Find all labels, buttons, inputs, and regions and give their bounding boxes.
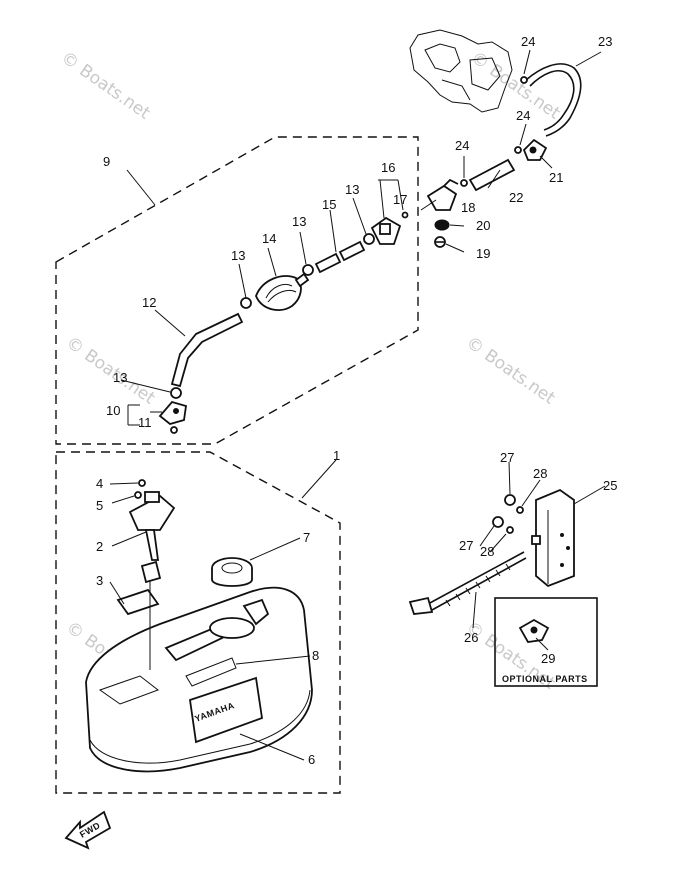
callout-10: 10 (106, 403, 120, 418)
callout-14: 14 (262, 231, 276, 246)
callout-4: 4 (96, 476, 103, 491)
fuel-gauge-2 (128, 491, 176, 584)
callout-20: 20 (476, 218, 490, 233)
fuel-connector-21 (522, 138, 548, 161)
callout-24: 24 (521, 34, 535, 49)
clip-24-lower (460, 179, 468, 187)
bolt-27-top (504, 494, 516, 506)
callout-18: 18 (461, 200, 475, 215)
callout-13: 13 (231, 248, 245, 263)
watermark: © Boats.net (57, 48, 154, 124)
fuel-hose-26 (408, 551, 527, 615)
callout-29: 29 (541, 651, 555, 666)
bracket-10-11 (127, 404, 140, 426)
callout-12: 12 (142, 295, 156, 310)
clamp-13-a (170, 387, 182, 399)
callout-27: 27 (459, 538, 473, 553)
clamp-13-d (363, 233, 375, 245)
fuel-joint-18 (426, 178, 459, 211)
callouts: 9 12 13 14 13 15 13 16 17 18 20 19 22 24… (96, 34, 617, 767)
callout-6: 6 (308, 752, 315, 767)
callout-28: 28 (480, 544, 494, 559)
callout-19: 19 (476, 246, 490, 261)
fuel-hose-23 (525, 63, 582, 137)
callout-3: 3 (96, 573, 103, 588)
fwd-arrow: FWD (64, 810, 112, 850)
callout-24: 24 (516, 108, 530, 123)
leader-lines (109, 49, 606, 761)
fuel-tank-group-box (55, 451, 341, 794)
callout-13: 13 (113, 370, 127, 385)
callout-1: 1 (333, 448, 340, 463)
optional-parts-label: OPTIONAL PARTS (502, 674, 588, 684)
screw-4 (138, 479, 146, 487)
fuel-hose-23-inner (529, 70, 575, 131)
callout-23: 23 (598, 34, 612, 49)
fuel-hose-12 (170, 312, 244, 388)
watermark: © Boats.net (62, 333, 159, 409)
callout-25: 25 (603, 478, 617, 493)
callout-16: 16 (381, 160, 395, 175)
engine-sketch (409, 29, 513, 113)
callout-15: 15 (322, 197, 336, 212)
fuel-connector-11 (170, 426, 178, 434)
callout-5: 5 (96, 498, 103, 513)
bolt-27-shank (531, 535, 541, 545)
washer-28-bottom (506, 526, 514, 534)
callout-13: 13 (292, 214, 306, 229)
watermark: © Boats.net (462, 333, 559, 409)
callout-28: 28 (533, 466, 547, 481)
callout-24: 24 (455, 138, 469, 153)
callout-7: 7 (303, 530, 310, 545)
fuel-cap-7 (211, 557, 253, 587)
screw-19 (434, 236, 446, 248)
bracket-25 (535, 488, 575, 588)
clip-24-top (520, 76, 528, 84)
fuel-tank-6: YAMAHA (85, 586, 313, 773)
clip-24-mid (514, 146, 522, 154)
fuel-hose-22 (468, 158, 516, 192)
washer-5 (134, 491, 142, 499)
callout-17: 17 (393, 192, 407, 207)
callout-26: 26 (464, 630, 478, 645)
callout-8: 8 (312, 648, 319, 663)
gasket-3 (116, 588, 160, 616)
clamp-13-c (302, 264, 314, 276)
washer-28-top (516, 506, 524, 514)
bolt-27-bottom (492, 516, 504, 528)
adapter-29 (518, 618, 550, 643)
primer-bulb-14 (255, 272, 310, 311)
callout-21: 21 (549, 170, 563, 185)
callout-2: 2 (96, 539, 103, 554)
callout-9: 9 (103, 154, 110, 169)
fuel-hose-15a (314, 252, 342, 274)
fuel-hose-15b (338, 240, 366, 262)
callout-22: 22 (509, 190, 523, 205)
packing-20 (434, 219, 450, 231)
clip-17 (401, 211, 409, 219)
fuel-connector-10-11 (158, 400, 188, 425)
hose-assembly-group-box (55, 136, 419, 445)
fuel-joint-16 (370, 216, 402, 245)
optional-parts-box (494, 597, 598, 687)
callout-13: 13 (345, 182, 359, 197)
callout-27: 27 (500, 450, 514, 465)
clamp-13-b (240, 297, 252, 309)
callout-11: 11 (138, 415, 152, 430)
